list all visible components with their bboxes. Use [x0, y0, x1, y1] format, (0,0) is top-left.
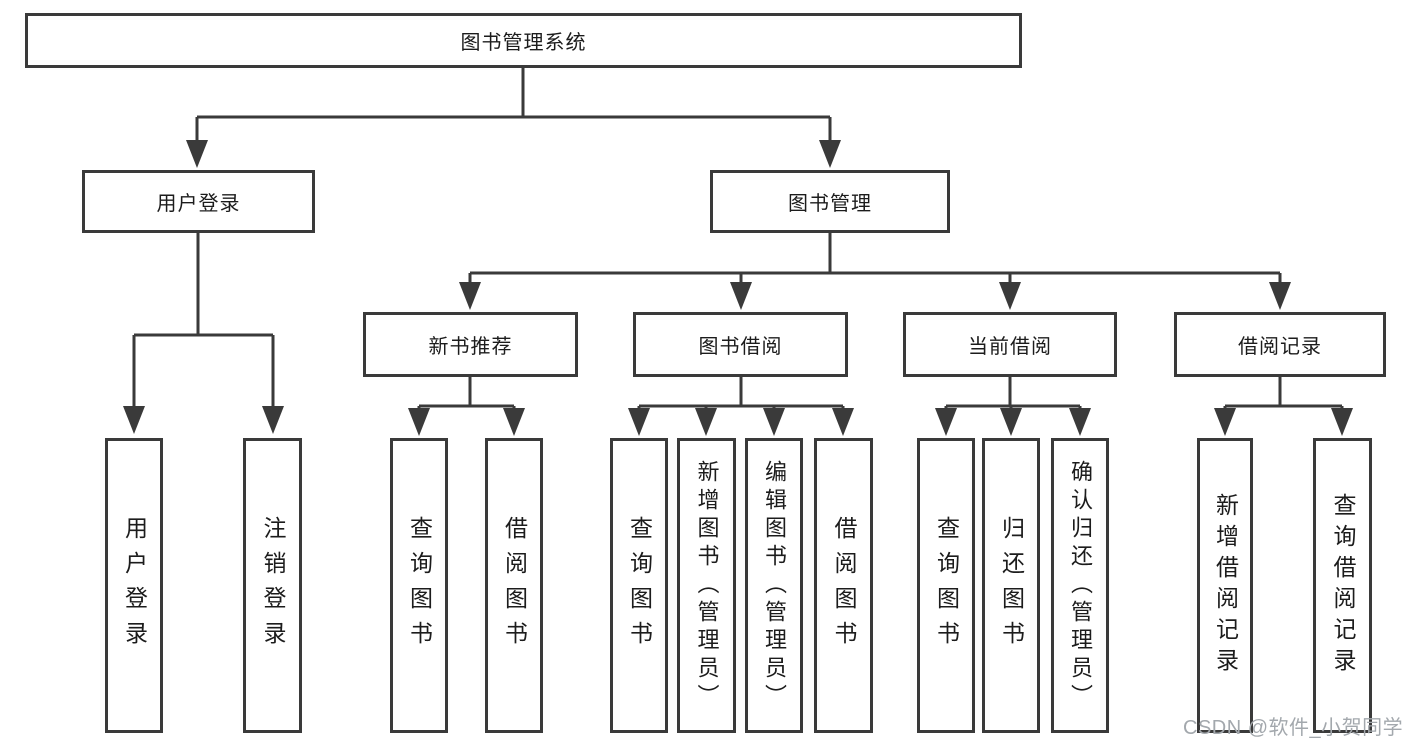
leaf-query-books-current: 查询图书 — [917, 438, 975, 733]
node-book-management: 图书管理 — [710, 170, 950, 233]
node-borrow-records-label: 借阅记录 — [1238, 336, 1322, 358]
node-current-borrowing: 当前借阅 — [903, 312, 1117, 377]
node-book-management-label: 图书管理 — [788, 193, 872, 215]
node-book-borrowing: 图书借阅 — [633, 312, 848, 377]
node-current-borrowing-label: 当前借阅 — [968, 336, 1052, 358]
node-user-login-label: 用户登录 — [156, 193, 241, 215]
leaf-return-book: 归还图书 — [982, 438, 1040, 733]
leaf-query-books-recommend-label: 查询图书 — [406, 515, 433, 656]
leaf-add-book-admin: 新增图书（管理员） — [677, 438, 736, 733]
leaf-logout-label: 注销登录 — [260, 515, 286, 656]
leaf-confirm-return-admin: 确认归还（管理员） — [1051, 438, 1109, 733]
leaf-confirm-return-admin-label: 确认归还（管理员） — [1068, 459, 1093, 712]
leaf-borrow-books-recommend-label: 借阅图书 — [501, 515, 528, 656]
leaf-return-book-label: 归还图书 — [998, 515, 1025, 656]
leaf-add-borrow-record-label: 新增借阅记录 — [1212, 492, 1239, 679]
leaf-query-borrow-record-label: 查询借阅记录 — [1330, 492, 1356, 679]
leaf-add-book-admin-label: 新增图书（管理员） — [694, 459, 720, 712]
leaf-query-books-current-label: 查询图书 — [933, 515, 960, 656]
leaf-borrow-books-recommend: 借阅图书 — [485, 438, 543, 733]
leaf-add-borrow-record: 新增借阅记录 — [1197, 438, 1253, 733]
leaf-borrow-books-borrowing: 借阅图书 — [814, 438, 873, 733]
leaf-query-borrow-record: 查询借阅记录 — [1313, 438, 1372, 733]
leaf-query-books-borrowing-label: 查询图书 — [626, 515, 653, 656]
node-borrow-records: 借阅记录 — [1174, 312, 1386, 377]
csdn-watermark: CSDN @软件_小贺同学 — [1183, 717, 1404, 739]
node-root-library-system: 图书管理系统 — [25, 13, 1022, 68]
node-user-login: 用户登录 — [82, 170, 315, 233]
leaf-logout: 注销登录 — [243, 438, 302, 733]
node-root-label: 图书管理系统 — [460, 32, 587, 54]
node-new-book-recommend: 新书推荐 — [363, 312, 578, 377]
leaf-edit-book-admin-label: 编辑图书（管理员） — [762, 459, 787, 712]
leaf-borrow-books-borrowing-label: 借阅图书 — [831, 515, 857, 656]
node-book-borrowing-label: 图书借阅 — [698, 336, 783, 358]
leaf-edit-book-admin: 编辑图书（管理员） — [745, 438, 803, 733]
node-new-book-recommend-label: 新书推荐 — [428, 336, 513, 358]
leaf-query-books-borrowing: 查询图书 — [610, 438, 668, 733]
leaf-query-books-recommend: 查询图书 — [390, 438, 448, 733]
leaf-user-login: 用户登录 — [105, 438, 163, 733]
leaf-user-login-label: 用户登录 — [121, 515, 148, 656]
